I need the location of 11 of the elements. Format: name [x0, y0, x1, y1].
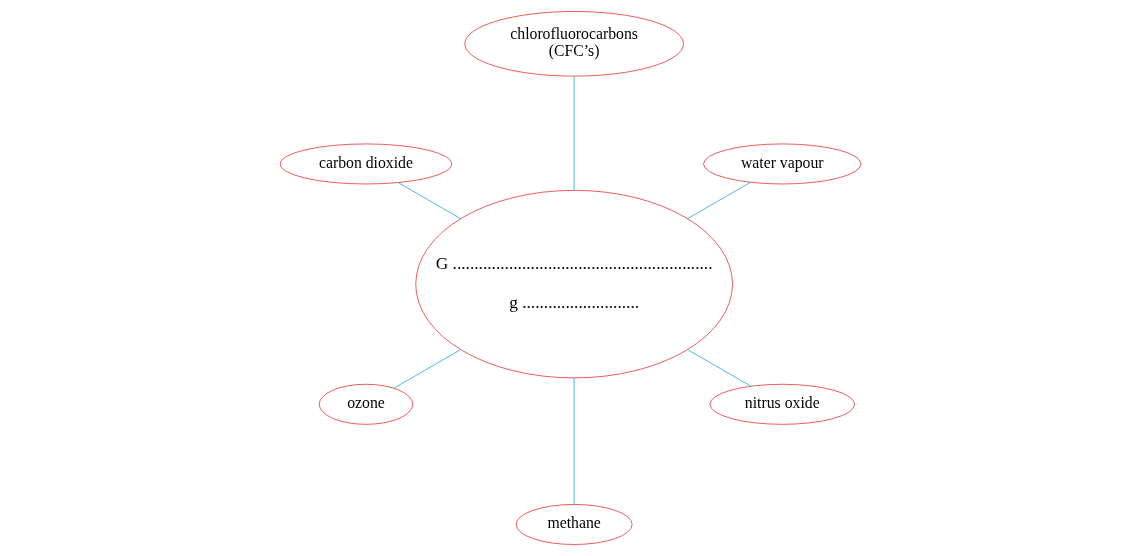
node-ellipse: nitrus oxide	[709, 383, 856, 425]
node-ellipse: chlorofluorocarbons (CFC’s)	[464, 11, 684, 77]
connector	[398, 182, 461, 219]
node-ellipse: ozone	[318, 383, 414, 425]
node-ellipse: methane	[515, 504, 633, 545]
node-ellipse: carbon dioxide	[279, 143, 453, 185]
connector	[687, 182, 751, 219]
connector	[687, 349, 752, 387]
connector	[393, 349, 461, 389]
node-ellipse: G ............................................................ g ...........................	[415, 189, 733, 379]
node-ellipse: water vapour	[703, 143, 862, 185]
